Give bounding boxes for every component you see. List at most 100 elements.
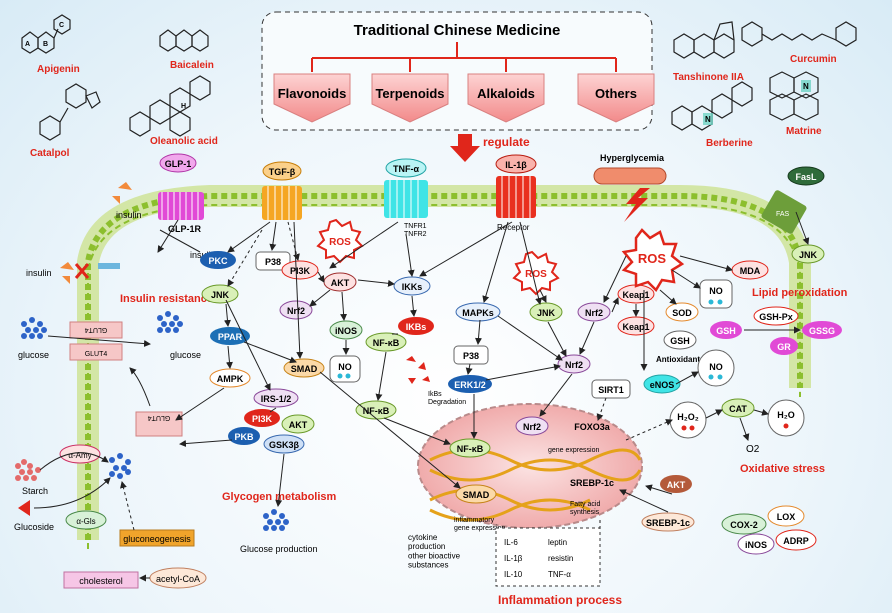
nucleus-nfkb: NF-κB xyxy=(457,444,484,454)
node-cat: CAT xyxy=(721,398,755,418)
svg-text:ROS: ROS xyxy=(525,269,547,280)
node-p38-a: P38 xyxy=(255,251,291,271)
nucleus-smad: SMAD xyxy=(463,490,490,500)
svg-text:H₂O₂: H₂O₂ xyxy=(677,412,699,422)
oleanolic-structure xyxy=(129,75,211,137)
category-others: Others xyxy=(577,73,655,123)
svg-text:JNK: JNK xyxy=(799,250,818,260)
svg-text:Others: Others xyxy=(595,86,637,101)
matrine-n-highlight xyxy=(801,80,811,92)
insulin-top-label: insulin xyxy=(116,210,142,220)
node-smad-a: SMAD xyxy=(283,358,325,378)
svg-text:MAPKs: MAPKs xyxy=(462,308,494,318)
il6-label: IL-6 xyxy=(504,538,518,547)
node-nfkb-b: NF-κB xyxy=(355,400,397,420)
berberine-n-label: N xyxy=(705,115,711,124)
svg-text:GSSG: GSSG xyxy=(809,326,835,336)
nucleus-nrf2: Nrf2 xyxy=(523,422,541,432)
glp1-receptor: GLP-1 GLP-1R xyxy=(158,153,204,234)
node-mapks: MAPKs xyxy=(455,302,501,322)
svg-text:NF-κB: NF-κB xyxy=(373,338,400,348)
il10-label: IL-10 xyxy=(504,570,523,579)
node-akt-top: AKT xyxy=(323,272,357,292)
nucleus-srebp: SREBP-1c xyxy=(570,478,614,488)
baicalein-structure xyxy=(159,29,209,52)
insulin-left-label: insulin xyxy=(26,268,52,278)
pathway-arrows xyxy=(157,211,810,528)
svg-text:eNOS: eNOS xyxy=(650,380,675,390)
catalpol-label: Catalpol xyxy=(30,148,70,159)
node-nfkb-a: NF-κB xyxy=(365,332,407,352)
apigenin-label: Apigenin xyxy=(37,64,80,75)
matrine-label: Matrine xyxy=(786,126,822,137)
glucose-left-label: glucose xyxy=(18,350,49,360)
amy-label: α-Amy xyxy=(68,451,91,460)
tcm-box: Traditional Chinese Medicine Flavonoids … xyxy=(261,11,655,131)
adrp-label: ADRP xyxy=(783,536,809,546)
acetyl-label: acetyl-CoA xyxy=(156,574,200,584)
svg-text:JNK: JNK xyxy=(211,290,230,300)
marker-cluster: COX-2 LOX iNOS ADRP xyxy=(721,505,817,555)
glucose-transport: glucose glucose GLUT4 GLUT4 GLUT4 xyxy=(18,311,201,437)
nucleus: NF-κB Nrf2 FOXO3a gene expression SMAD S… xyxy=(417,403,643,532)
regulate-arrow: regulate xyxy=(450,134,530,162)
svg-text:GSH: GSH xyxy=(716,326,736,336)
node-erk: ERK1/2 xyxy=(448,375,492,393)
hyperglycemia-vessel: Hyperglycemia xyxy=(593,153,667,222)
svg-text:PPAR: PPAR xyxy=(218,332,243,342)
svg-text:Nrf2: Nrf2 xyxy=(565,360,583,370)
svg-text:SMAD: SMAD xyxy=(291,364,318,374)
node-jnk-right: JNK xyxy=(791,244,825,264)
berberine-n-highlight xyxy=(703,113,713,125)
node-gshpx: GSH-Px xyxy=(753,306,799,326)
svg-text:AKT: AKT xyxy=(331,278,350,288)
node-no-c: NO xyxy=(697,349,735,387)
inflammation-title: Inflammation process xyxy=(498,593,622,607)
glucose-production-label: Glucose production xyxy=(240,544,318,554)
node-gsh-b: GSH xyxy=(663,330,697,350)
matrine-n-label: N xyxy=(803,82,809,91)
svg-text:ROS: ROS xyxy=(329,237,351,248)
curcumin-structure xyxy=(741,21,857,47)
category-alkaloids: Alkaloids xyxy=(467,73,545,123)
tcm-title: Traditional Chinese Medicine xyxy=(354,22,561,39)
node-pi3k-top: PI3K xyxy=(281,260,319,280)
insulin-mid-label: insulin xyxy=(190,250,216,260)
tanshinone-label: Tanshinone IIA xyxy=(673,72,744,83)
svg-text:GSH-Px: GSH-Px xyxy=(759,312,793,322)
node-p38-b: P38 xyxy=(453,345,489,365)
glut4-b-label: GLUT4 xyxy=(85,351,108,358)
oxidative-stress-label: Oxidative stress xyxy=(740,463,825,475)
svg-text:IRS-1/2: IRS-1/2 xyxy=(261,394,292,404)
node-jnk-mid: JNK xyxy=(529,302,563,322)
glucose-production-dots xyxy=(263,509,289,531)
svg-text:Alkaloids: Alkaloids xyxy=(477,86,535,101)
nucleus-foxo3a: FOXO3a xyxy=(574,422,611,432)
svg-text:Keap1: Keap1 xyxy=(622,290,649,300)
cox2-label: COX-2 xyxy=(730,520,758,530)
svg-text:PKB: PKB xyxy=(234,432,254,442)
berberine-label: Berberine xyxy=(706,138,753,149)
node-nrf2-b: Nrf2 xyxy=(577,302,611,322)
ring-c-label: C xyxy=(59,22,64,29)
il1b-b-label: IL-1β xyxy=(504,554,523,563)
node-pi3k-b: PI3K xyxy=(244,409,280,427)
svg-text:NF-κB: NF-κB xyxy=(363,406,390,416)
digestion-area: Starch α-Amy Glucoside α-Gls gluconeogen… xyxy=(14,444,207,589)
tgfb-label: TGF-β xyxy=(269,167,296,177)
svg-text:IKBs: IKBs xyxy=(406,322,427,332)
svg-text:PI3K: PI3K xyxy=(290,266,311,276)
oleanolic-h-label: H xyxy=(181,103,186,110)
node-akt-b: AKT xyxy=(281,414,315,434)
tgfb-receptor: TGF-β xyxy=(262,161,302,220)
cholesterol-label: cholesterol xyxy=(79,576,123,586)
node-sirt1: SIRT1 xyxy=(591,379,631,399)
svg-text:CAT: CAT xyxy=(729,404,747,414)
